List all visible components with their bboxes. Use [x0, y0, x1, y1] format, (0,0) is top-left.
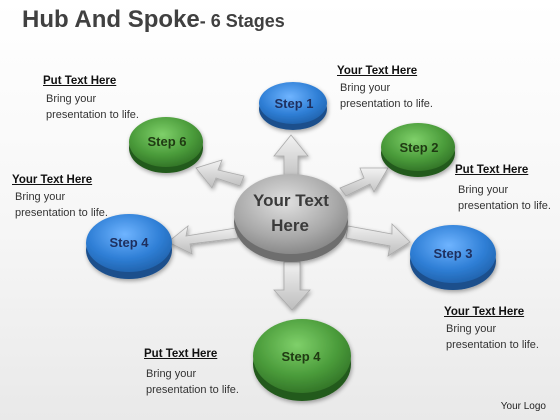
step-3-label: Step 3	[433, 246, 472, 261]
callout-body-line2: presentation to life.	[46, 109, 139, 121]
arrow-right	[345, 223, 411, 257]
title-main: Hub And Spoke	[22, 6, 200, 33]
callout-body-line2: presentation to life.	[446, 339, 539, 351]
step-3-disc[interactable]	[410, 225, 496, 290]
step-4-bottom-disc[interactable]	[253, 319, 351, 401]
callout-mid-left: Your Text Here Bring your presentation t…	[12, 172, 108, 221]
callout-heading: Put Text Here	[455, 164, 529, 176]
callout-body-line2: presentation to life.	[458, 200, 551, 212]
step-1-disc[interactable]	[259, 82, 327, 130]
callout-mid-right: Put Text Here Bring your presentation to…	[455, 162, 551, 214]
callout-body-line1: Bring your	[458, 184, 509, 196]
arrow-upper-left	[195, 159, 245, 189]
hub-text-line1: Your Text	[253, 191, 329, 210]
title-sub: - 6 Stages	[199, 11, 285, 31]
step-4-bottom-label: Step 4	[281, 349, 321, 364]
callout-body-line1: Bring your	[46, 93, 97, 105]
page-title: Hub And Spoke- 6 Stages	[22, 6, 285, 34]
step-1-label: Step 1	[274, 96, 313, 111]
callout-top-left: Put Text Here Bring your presentation to…	[43, 73, 139, 123]
step-2-disc[interactable]	[381, 123, 455, 177]
callout-low-right: Your Text Here Bring your presentation t…	[444, 304, 539, 353]
step-6-label: Step 6	[147, 134, 186, 149]
step-4-left-disc[interactable]	[86, 214, 172, 279]
callout-body-line2: presentation to life.	[146, 384, 239, 396]
callout-heading: Your Text Here	[12, 174, 93, 186]
callout-heading: Your Text Here	[444, 306, 525, 318]
callout-body-line1: Bring your	[15, 191, 66, 203]
callout-top-right: Your Text Here Bring your presentation t…	[337, 63, 433, 112]
callout-heading: Put Text Here	[144, 348, 218, 360]
step-4-left-label: Step 4	[109, 235, 149, 250]
hub-disc	[234, 174, 348, 262]
callout-body-line1: Bring your	[340, 82, 391, 94]
arrow-upper-right	[339, 167, 389, 197]
step-2-label: Step 2	[399, 140, 438, 155]
callout-body-line2: presentation to life.	[15, 207, 108, 219]
callout-body-line1: Bring your	[146, 368, 197, 380]
hub-text-line2: Here	[271, 216, 309, 235]
callout-heading: Your Text Here	[337, 65, 418, 77]
step-6-disc[interactable]	[129, 117, 203, 173]
callout-body-line1: Bring your	[446, 323, 497, 335]
arrow-left	[167, 225, 239, 255]
callout-bottom: Put Text Here Bring your presentation to…	[144, 346, 239, 398]
footer-logo: Your Logo	[500, 401, 546, 412]
callout-body-line2: presentation to life.	[340, 98, 433, 110]
arrow-down	[273, 261, 311, 311]
callout-heading: Put Text Here	[43, 75, 117, 87]
